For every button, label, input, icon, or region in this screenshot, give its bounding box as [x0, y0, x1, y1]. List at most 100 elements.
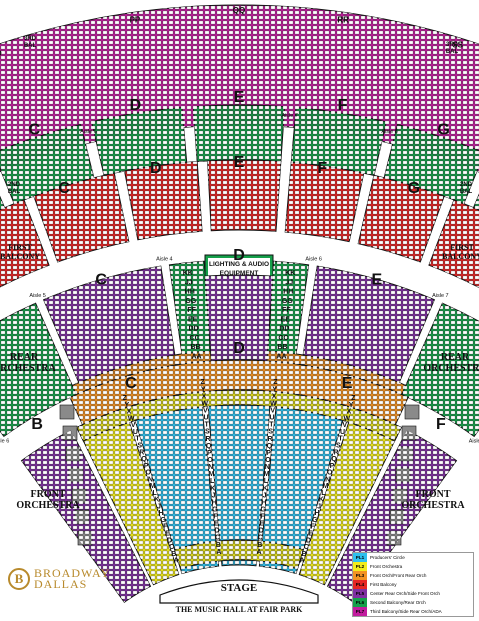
front-row-far-left-H: H — [158, 510, 163, 517]
rear-orchestra-aisle-1: Aisle 4 — [156, 257, 173, 263]
rear-row-left-FF: FF — [187, 307, 196, 314]
first-balcony-section-4-seats — [207, 159, 281, 232]
front-orchestra-label-D: D — [233, 340, 245, 357]
front-row-far-right-A: A — [299, 558, 304, 565]
second-balcony-label-E: E — [234, 89, 245, 106]
first-balcony-right-1: FIRST — [450, 243, 474, 252]
right-side-box-0 — [404, 404, 420, 420]
front-row-right-B: B — [257, 542, 262, 549]
rear-row-left-GG: GG — [185, 298, 196, 305]
rear-row-left-DD: DD — [189, 326, 199, 333]
left-side-box-0 — [59, 404, 75, 420]
front-row-far-left-D: D — [167, 537, 172, 544]
front-row-left-W: W — [201, 400, 208, 407]
legend-text: Second Balcony/Rear Orch — [370, 600, 426, 605]
rear-row-right-FF: FF — [282, 307, 291, 314]
front-row-left-B: B — [216, 542, 221, 549]
front-row-left-F: F — [213, 514, 218, 521]
front-row-right-E: E — [259, 521, 264, 528]
second-balcony-label-F: F — [338, 97, 348, 114]
legend-swatch: PL1 — [353, 553, 367, 562]
front-row-far-left-B: B — [171, 551, 176, 558]
legend-swatch: PL5 — [353, 589, 367, 598]
front-orchestra-block-5-seats — [299, 408, 402, 585]
rear-orchestra-label-E: E — [371, 271, 382, 288]
logo-line-2: DALLAS — [34, 577, 88, 591]
front-row-left-D: D — [214, 528, 219, 535]
front-orchestra-label-C: C — [125, 375, 137, 392]
legend-swatch: PL7 — [353, 607, 367, 616]
front-row-far-right-L: L — [321, 490, 326, 497]
front-row-left-Q: Q — [206, 443, 212, 450]
rear-row-left-JJ: JJ — [185, 279, 193, 286]
third-bal-right-2: BAL — [446, 49, 459, 55]
front-row-left-P: P — [207, 450, 212, 457]
front-row-far-left-N: N — [148, 476, 153, 483]
front-row-far-right-Q: Q — [331, 456, 337, 463]
rear-orch-left-1: REAR — [10, 352, 39, 363]
third-balcony-row-RR: RR — [337, 15, 349, 24]
front-orchestra-block-3-seats — [206, 390, 272, 566]
first-balcony-left-2: BALCONY — [0, 252, 40, 261]
booth-label-1: LIGHTING & AUDIO — [209, 261, 269, 268]
second-balcony-section-6-seats — [473, 194, 479, 211]
second-balcony-section-0-seats — [0, 196, 5, 210]
second-balcony-section-1-seats — [0, 124, 94, 204]
second-balcony-section-3-seats — [193, 105, 285, 162]
front-orchestra-front-rows-seats — [174, 540, 304, 569]
front-orchestra-back-rows-seats — [76, 390, 402, 441]
rear-orchestra-block-5-seats — [401, 303, 479, 437]
second-balcony-aisle-3: Aisle 8 — [381, 129, 398, 135]
front-row-right-K: K — [263, 485, 268, 492]
first-balcony-section-6-seats — [358, 175, 445, 262]
front-row-far-right-U: U — [340, 429, 345, 436]
front-row-far-right-H: H — [314, 510, 319, 517]
lighting-booth-inner — [208, 258, 270, 279]
front-row-far-right-N: N — [325, 476, 330, 483]
front-row-far-left-S: S — [137, 442, 142, 449]
rear-orchestra-block-2-seats — [169, 261, 212, 364]
first-balcony-left-1: FIRST — [8, 243, 32, 252]
first-balcony-section-7-seats — [428, 199, 479, 288]
rear-orchestra-aisle-2: Aisle 5 — [29, 293, 46, 299]
front-orchestra-block-2-seats — [130, 392, 219, 574]
front-orch-left-1: FRONT — [31, 489, 66, 500]
first-balcony-label-G: G — [408, 180, 420, 197]
front-row-far-left-K: K — [154, 497, 159, 504]
rear-orchestra-row-aa-seats — [72, 349, 406, 395]
front-row-left-E: E — [214, 521, 219, 528]
third-bal-left-2: BAL — [24, 43, 37, 49]
front-row-left-O: O — [207, 457, 213, 464]
rear-orchestra-aisle-3: Aisle 6 — [305, 257, 322, 263]
logo-wordmark: BROADWAY DALLAS — [34, 567, 110, 591]
front-row-far-right-Z: Z — [351, 395, 356, 402]
front-row-left-K: K — [210, 485, 215, 492]
front-row-right-P: P — [266, 450, 271, 457]
second-balcony-aisle-2: Aisle 7 — [281, 113, 298, 119]
front-row-far-left-E: E — [165, 531, 170, 538]
front-row-left-C: C — [215, 535, 220, 542]
rear-row-left-EE: EE — [188, 316, 198, 323]
front-row-left-A: A — [216, 549, 221, 556]
legend-swatch: PL4 — [353, 580, 367, 589]
front-row-right-C: C — [258, 535, 263, 542]
first-balcony-section-5-seats — [285, 162, 364, 242]
front-row-far-right-R: R — [334, 449, 339, 456]
front-row-right-G: G — [260, 506, 266, 513]
front-row-right-H: H — [261, 499, 266, 506]
front-row-far-right-J: J — [317, 503, 321, 510]
front-row-far-right-E: E — [308, 531, 313, 538]
front-row-right-L: L — [264, 478, 269, 485]
front-orchestra-label-E: E — [342, 375, 353, 392]
front-row-left-T: T — [205, 422, 210, 429]
first-balcony-right-2: BALCONY — [442, 252, 479, 261]
rear-row-right-BB: BB — [277, 344, 287, 351]
third-balcony-row-PP: PP — [130, 15, 141, 24]
front-row-far-right-D: D — [306, 537, 311, 544]
